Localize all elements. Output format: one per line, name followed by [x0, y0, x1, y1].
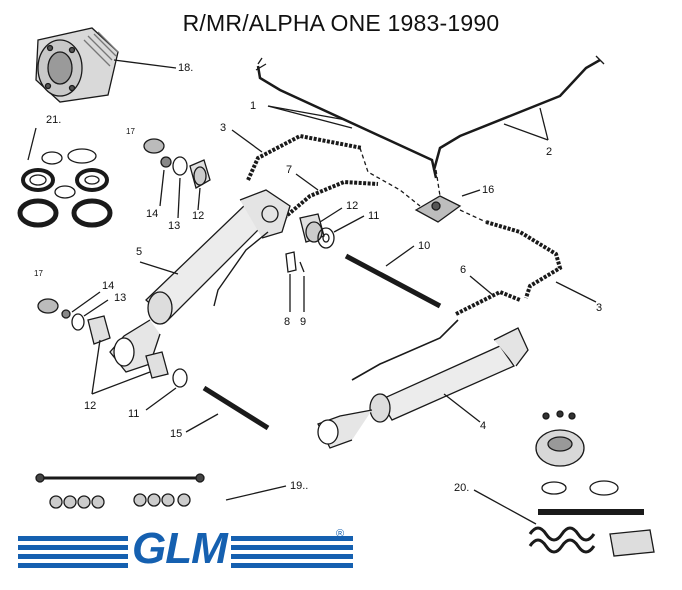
part-18-fitting	[35, 27, 177, 103]
part-12-bushing-lower	[87, 315, 169, 395]
part-16-fitting	[359, 147, 487, 223]
diagram-title: R/MR/ALPHA ONE 1983-1990	[182, 10, 500, 36]
callout-15: 15	[170, 428, 183, 440]
callout-10: 10	[418, 240, 431, 252]
callout-17-lower: 17	[34, 269, 43, 278]
callout-14-upper: 14	[146, 208, 159, 220]
callout-11-center: 11	[368, 210, 380, 222]
part-14-nut-lower	[61, 291, 101, 319]
part-12-bushing-upper	[189, 159, 211, 211]
part-4-cylinder	[317, 327, 529, 449]
callout-4: 4	[480, 420, 487, 432]
part-3-hose-left	[231, 129, 363, 181]
part-15-pin	[185, 385, 270, 433]
callout-5: 5	[136, 246, 143, 258]
callout-18: 18.	[178, 62, 194, 74]
part-19-tie-rod-kit	[35, 473, 287, 509]
part-17-fitting-upper	[143, 138, 165, 154]
callout-21: 21.	[46, 114, 62, 126]
callout-1: 1	[250, 100, 257, 112]
part-10-pin	[344, 245, 442, 309]
callout-9: 9	[300, 316, 307, 328]
callout-12-center: 12	[346, 200, 359, 212]
callout-16: 16	[482, 184, 495, 196]
callout-14-lower: 14	[102, 280, 115, 292]
part-13-washer-upper	[172, 156, 188, 219]
part-14-nut-upper	[159, 156, 172, 207]
callout-6: 6	[460, 264, 467, 276]
logo-wordmark: GLM	[128, 526, 231, 572]
callout-3-left: 3	[220, 122, 227, 134]
callout-20: 20.	[454, 482, 470, 494]
part-6-hose	[351, 275, 521, 381]
callout-11-lower: 11	[128, 408, 140, 420]
part-11-washer-lower	[145, 368, 188, 411]
part-3-hose-right	[485, 220, 597, 303]
callout-13-lower: 13	[114, 292, 127, 304]
callout-12-lower: 12	[84, 400, 97, 412]
part-9-screw	[299, 261, 305, 312]
part-17-fitting-lower	[37, 298, 59, 314]
part-5-cylinder	[109, 189, 291, 373]
part-2-lines	[503, 107, 549, 141]
callout-19: 19..	[290, 480, 309, 492]
part-1-lines	[255, 55, 605, 179]
part-11-washer-center	[317, 215, 365, 249]
callout-8: 8	[284, 316, 291, 328]
callout-2: 2	[546, 146, 553, 158]
part-8-bracket	[285, 251, 297, 312]
callout-7: 7	[286, 164, 293, 176]
part-7-hose	[282, 173, 379, 220]
callout-17-upper: 17	[126, 127, 135, 136]
part-13-washer-lower	[71, 299, 109, 331]
glm-logo: GLM ®	[18, 526, 353, 572]
callout-12-upper: 12	[192, 210, 205, 222]
callout-3-right: 3	[596, 302, 603, 314]
part-12-bushing-center	[299, 207, 343, 243]
part-21-seal-kit	[17, 127, 113, 228]
registered-mark: ®	[336, 528, 345, 540]
part-20-spring-kit	[473, 410, 655, 557]
callout-13-upper: 13	[168, 220, 181, 232]
